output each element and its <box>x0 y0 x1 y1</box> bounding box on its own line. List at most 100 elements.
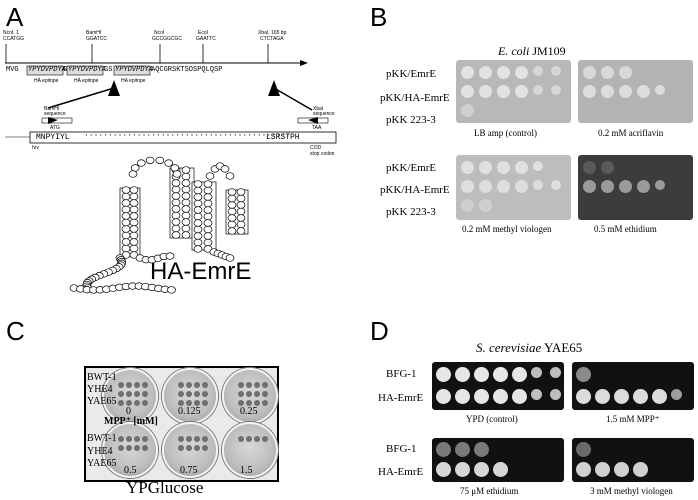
protein-end: LSRSTPH <box>266 133 300 142</box>
panel-label-b: B <box>370 2 388 32</box>
plate-d-methyl-viologen <box>572 438 694 482</box>
yeast-spot <box>455 462 470 477</box>
yeast-colony <box>142 391 148 397</box>
residue-bead <box>181 179 191 187</box>
topology-diagram <box>69 156 249 294</box>
residue-bead <box>203 199 213 208</box>
yeast-colony <box>194 400 200 406</box>
colony-spot <box>655 180 665 190</box>
plate-acriflavin <box>578 60 693 123</box>
colony-spot <box>479 180 492 193</box>
residue-bead <box>193 186 203 195</box>
residue-bead <box>203 232 213 240</box>
colony-spot <box>479 161 492 174</box>
epitope-3: YPYDVPDYA <box>115 66 153 74</box>
residue-bead <box>227 207 237 216</box>
residue-bead <box>130 164 140 172</box>
yeast-spot <box>493 389 508 404</box>
residue-bead <box>236 227 246 235</box>
yeast-colony <box>142 436 148 442</box>
residue-bead <box>129 212 139 220</box>
b-row-bottom-3: pKK 223-3 <box>386 206 436 218</box>
d-row-bottom-2: HA-EmrE <box>378 466 424 478</box>
b-caption-1: LB amp (control) <box>474 128 537 138</box>
d-row-bottom-1: BFG-1 <box>386 443 417 455</box>
b-row-bottom-1: pKK/EmrE <box>386 162 437 174</box>
residue-bead <box>121 244 131 253</box>
residue-bead <box>236 207 246 216</box>
stop-codon-label: stop codon <box>310 151 335 157</box>
linker-2: GS <box>104 66 113 74</box>
panel-label-a: A <box>6 2 24 32</box>
residue-bead <box>227 214 237 222</box>
yeast-colony <box>262 391 268 397</box>
colony-spot <box>637 85 650 98</box>
colony-spot <box>619 85 632 98</box>
yeast-spot <box>576 442 591 457</box>
colony-spot <box>551 85 561 95</box>
c-row-top-1: BWT-1 <box>87 372 117 383</box>
residue-bead <box>203 180 213 188</box>
yeast-colony <box>194 445 200 451</box>
residue-bead <box>227 220 237 229</box>
plate-methyl-viologen <box>456 155 571 220</box>
residue-bead <box>121 218 131 227</box>
epitope-2: YPYDVPDYA <box>68 66 106 74</box>
residue-bead <box>203 193 213 201</box>
residue-bead <box>236 214 246 222</box>
yeast-spot <box>436 462 451 477</box>
panel-b-strain: JM109 <box>529 44 566 58</box>
panel-c: BWT-1 YHE4 YAE65 BWT-1 YHE4 YAE65 0 0.12… <box>0 316 360 500</box>
colony-spot <box>497 161 510 174</box>
residue-bead <box>181 192 191 200</box>
epitope-label-2: HA epitope <box>74 78 99 84</box>
yeast-spot <box>652 389 667 404</box>
c-row-bottom-3: YAE65 <box>87 458 117 469</box>
xba-small: XbaI <box>313 106 324 112</box>
residue-bead <box>193 180 203 188</box>
seq-start: MVG <box>6 66 19 74</box>
yeast-colony <box>126 400 132 406</box>
residue-bead <box>236 188 246 196</box>
yeast-spot <box>633 462 648 477</box>
colony-spot <box>479 199 492 212</box>
yeast-colony <box>202 436 208 442</box>
residue-bead <box>171 224 181 233</box>
yeast-colony <box>254 391 260 397</box>
residue-bead <box>128 170 138 178</box>
yeast-spot <box>550 367 561 378</box>
residue-bead <box>193 193 203 201</box>
residue-bead <box>155 156 165 165</box>
residue-bead <box>205 172 215 180</box>
residue-bead <box>193 212 203 221</box>
residue-bead <box>193 206 203 214</box>
yeast-colony <box>262 436 268 442</box>
residue-bead <box>193 232 203 240</box>
residue-bead <box>236 194 246 203</box>
taa-label: TAA <box>312 125 322 131</box>
residue-bead <box>227 188 237 196</box>
yeast-colony <box>134 400 140 406</box>
residue-bead <box>121 186 131 194</box>
colony-spot <box>601 161 614 174</box>
residue-bead <box>181 211 191 220</box>
yeast-colony <box>178 382 184 388</box>
panel-label-d: D <box>370 316 389 346</box>
yeast-spot <box>436 367 451 382</box>
ha-emre-label: HA-EmrE <box>150 258 252 285</box>
plate-ypd <box>432 362 564 410</box>
yeast-colony <box>262 400 268 406</box>
colony-spot <box>497 85 510 98</box>
yeast-colony <box>178 391 184 397</box>
yeast-colony <box>186 436 192 442</box>
colony-spot <box>583 161 596 174</box>
site-xbai-seq: CTCTAGA <box>260 36 284 42</box>
b-caption-4: 0.5 mM ethidium <box>594 224 657 234</box>
panel-b: E. coli JM109 pKK/EmrE pKK/HA-EmrE pKK 2… <box>370 0 698 310</box>
b-row-top-1: pKK/EmrE <box>386 68 437 80</box>
colony-spot <box>533 85 543 95</box>
yeast-colony <box>142 400 148 406</box>
yeast-colony <box>246 391 252 397</box>
d-row-top-2: HA-EmrE <box>378 392 424 404</box>
yeast-spot <box>531 389 542 400</box>
